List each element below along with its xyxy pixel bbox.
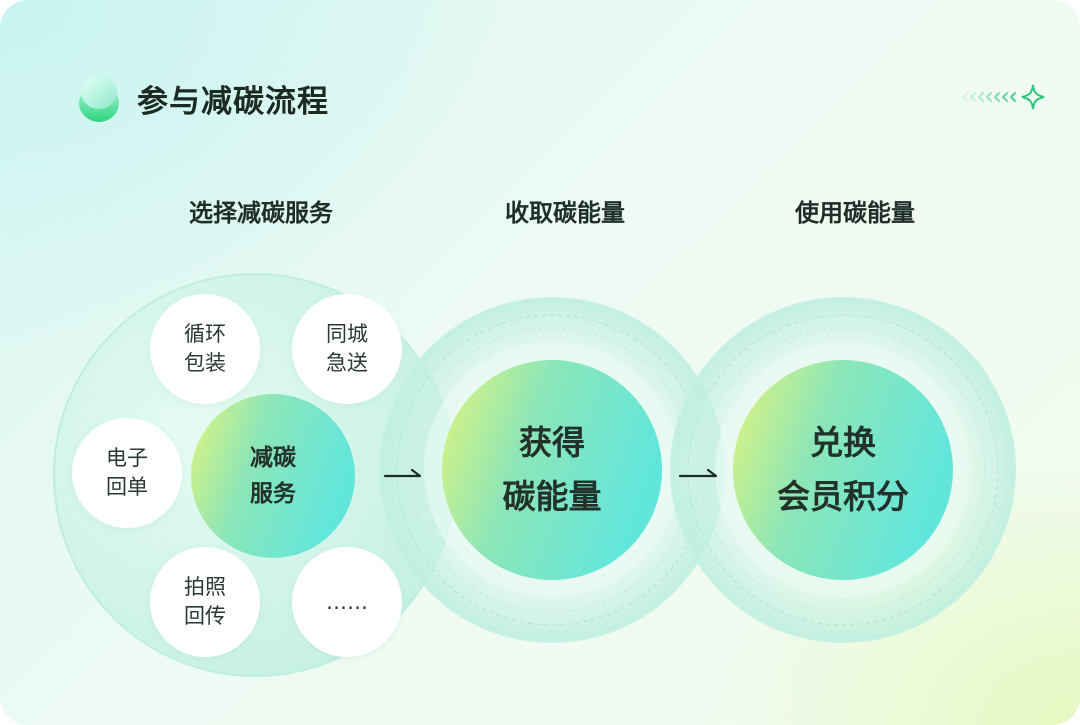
collect-energy-label: 获得 碳能量 (442, 360, 662, 580)
arrow-icon (383, 468, 422, 478)
arrow-icon (678, 468, 718, 478)
service-item-label: …… (326, 589, 368, 614)
service-center-line-1: 减碳 (250, 445, 296, 471)
step-label-select-service: 选择减碳服务 (189, 199, 333, 227)
service-item-recycle-packaging[interactable]: 循环 (150, 294, 260, 404)
service-item-photo-return-text: 拍照 回传 (150, 547, 260, 657)
service-item-photo-return[interactable]: 拍照 (150, 547, 260, 657)
collect-energy-line-2: 碳能量 (502, 477, 602, 516)
service-item-same-city-express[interactable]: 同城 (292, 294, 402, 404)
service-item-line-2: 回单 (106, 475, 148, 499)
use-energy-orb (733, 360, 953, 580)
step-label-collect-energy: 收取碳能量 (505, 199, 625, 227)
service-item-e-receipt[interactable]: 电子 (72, 418, 182, 528)
sparkle-chevrons-icon (962, 84, 1045, 110)
service-item-line-2: 急送 (326, 351, 368, 375)
service-item-same-city-express-text: 同城 急送 (292, 294, 402, 404)
service-item-line-2: 回传 (184, 604, 226, 628)
service-item-line-1: 拍照 (184, 575, 226, 599)
service-center-label: 减碳 服务 (191, 394, 355, 558)
collect-energy-orb (442, 360, 662, 580)
service-item-more[interactable]: …… (292, 547, 402, 657)
use-energy-label: 兑换 会员积分 (733, 360, 953, 580)
step-label-use-energy: 使用碳能量 (795, 199, 915, 227)
service-orb (191, 394, 355, 558)
title-orb-icon (79, 75, 119, 122)
page-title: 参与减碳流程 (137, 84, 329, 120)
use-energy-line-1: 兑换 (810, 423, 876, 462)
service-item-line-1: 同城 (326, 322, 368, 346)
service-center-line-2: 服务 (250, 481, 296, 507)
service-item-line-1: 电子 (106, 446, 148, 470)
service-item-e-receipt-text: 电子 回单 (72, 418, 182, 528)
service-item-recycle-packaging-text: 循环 包装 (150, 294, 260, 404)
service-item-line-2: 包装 (184, 351, 226, 375)
service-item-line-1: 循环 (184, 322, 226, 346)
collect-energy-line-1: 获得 (519, 423, 585, 462)
use-energy-line-2: 会员积分 (777, 477, 909, 516)
